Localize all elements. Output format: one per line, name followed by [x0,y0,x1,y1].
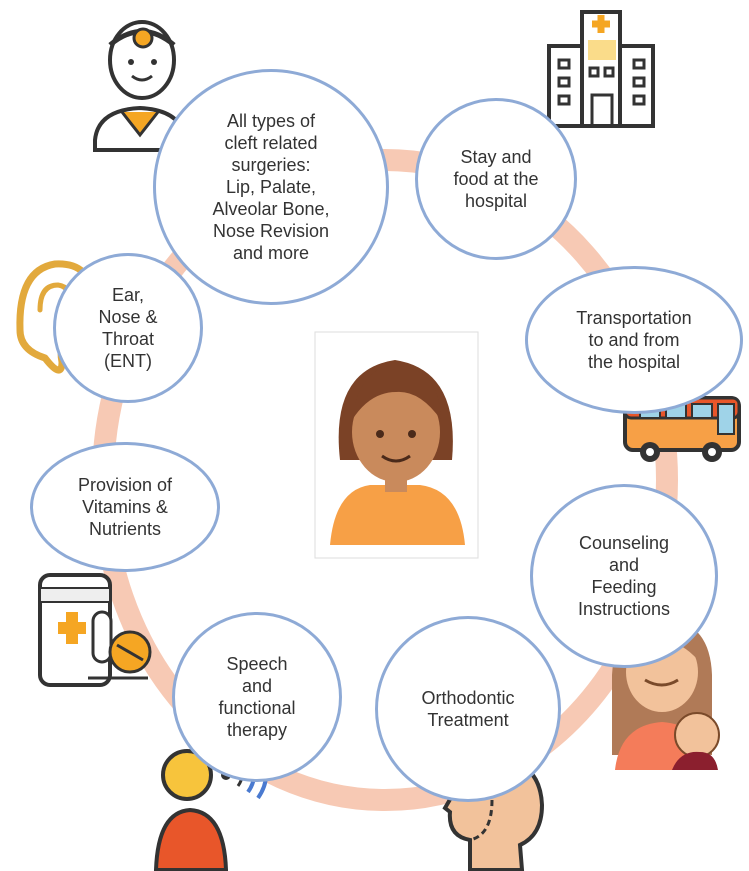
hospital-icon [547,10,655,128]
node-speech-label: Speech and functional therapy [218,654,296,740]
node-counseling-label: Counseling and Feeding Instructions [577,533,671,619]
node-surgeries-label: All types of cleft related surgeries: Li… [212,111,330,263]
node-ortho: Orthodontic Treatment [375,616,561,802]
medicine-bottle-icon [38,573,152,687]
node-transport: Transportation to and from the hospital [525,266,743,414]
node-stay-label: Stay and food at the hospital [453,147,539,211]
node-ortho-label: Orthodontic Treatment [421,688,515,730]
node-vitamins-label: Provision of Vitamins & Nutrients [77,475,173,539]
child-portrait-icon [314,331,479,559]
node-ent: Ear, Nose & Throat (ENT) [53,253,203,403]
node-counseling: Counseling and Feeding Instructions [530,484,718,668]
node-speech: Speech and functional therapy [172,612,342,782]
node-surgeries: All types of cleft related surgeries: Li… [153,69,389,305]
node-vitamins: Provision of Vitamins & Nutrients [30,442,220,572]
node-transport-label: Transportation to and from the hospital [576,308,692,372]
node-ent-label: Ear, Nose & Throat (ENT) [98,285,158,371]
mother-baby-icon [612,618,720,770]
node-stay: Stay and food at the hospital [415,98,577,260]
